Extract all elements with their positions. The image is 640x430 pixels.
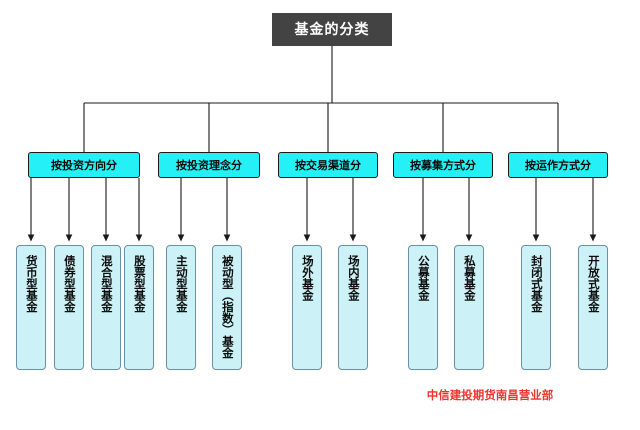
leaf-node-label: 私募基金 [462, 255, 477, 301]
leaf-node-3-2[interactable]: 场内基金 [338, 245, 368, 370]
leaf-node-label: 场外基金 [300, 255, 315, 301]
leaf-node-5-2[interactable]: 开放式基金 [578, 245, 608, 370]
leaf-node-1-3[interactable]: 混合型基金 [91, 245, 121, 370]
category-node-label: 按投资方向分 [51, 158, 117, 172]
footer-branding: 中信建投期货南昌营业部 [426, 388, 554, 402]
category-node-5[interactable]: 按运作方式分 [508, 152, 608, 178]
leaf-node-1-2[interactable]: 债券型基金 [54, 245, 84, 370]
leaf-node-2-1[interactable]: 主动型基金 [166, 245, 196, 370]
leaf-node-5-1[interactable]: 封闭式基金 [521, 245, 551, 370]
leaf-node-label: 股票型基金 [132, 255, 147, 313]
leaf-node-3-1[interactable]: 场外基金 [292, 245, 322, 370]
leaf-node-label: 场内基金 [346, 255, 361, 301]
leaf-node-4-2[interactable]: 私募基金 [454, 245, 484, 370]
category-node-label: 按募集方式分 [410, 158, 476, 172]
leaf-node-label: 公募基金 [416, 255, 431, 301]
category-node-2[interactable]: 按投资理念分 [158, 152, 260, 178]
leaf-node-label: 开放式基金 [586, 255, 601, 313]
category-node-4[interactable]: 按募集方式分 [393, 152, 493, 178]
category-node-label: 按运作方式分 [525, 158, 591, 172]
leaf-node-label: 被动型（指数）基金 [220, 255, 235, 359]
leaf-node-1-4[interactable]: 股票型基金 [124, 245, 154, 370]
category-node-label: 按投资理念分 [176, 158, 242, 172]
leaf-node-label: 货币型基金 [24, 255, 39, 313]
leaf-node-1-1[interactable]: 货币型基金 [16, 245, 46, 370]
root-node: 基金的分类 [272, 13, 392, 46]
leaf-node-label: 封闭式基金 [529, 255, 544, 313]
category-node-1[interactable]: 按投资方向分 [28, 152, 140, 178]
root-node-label: 基金的分类 [294, 21, 370, 38]
category-node-3[interactable]: 按交易渠道分 [278, 152, 378, 178]
leaf-node-4-1[interactable]: 公募基金 [408, 245, 438, 370]
leaf-node-2-2[interactable]: 被动型（指数）基金 [212, 245, 242, 370]
leaf-node-label: 债券型基金 [62, 255, 77, 313]
leaf-node-label: 混合型基金 [99, 255, 114, 313]
category-node-label: 按交易渠道分 [295, 158, 361, 172]
leaf-node-label: 主动型基金 [174, 255, 189, 313]
